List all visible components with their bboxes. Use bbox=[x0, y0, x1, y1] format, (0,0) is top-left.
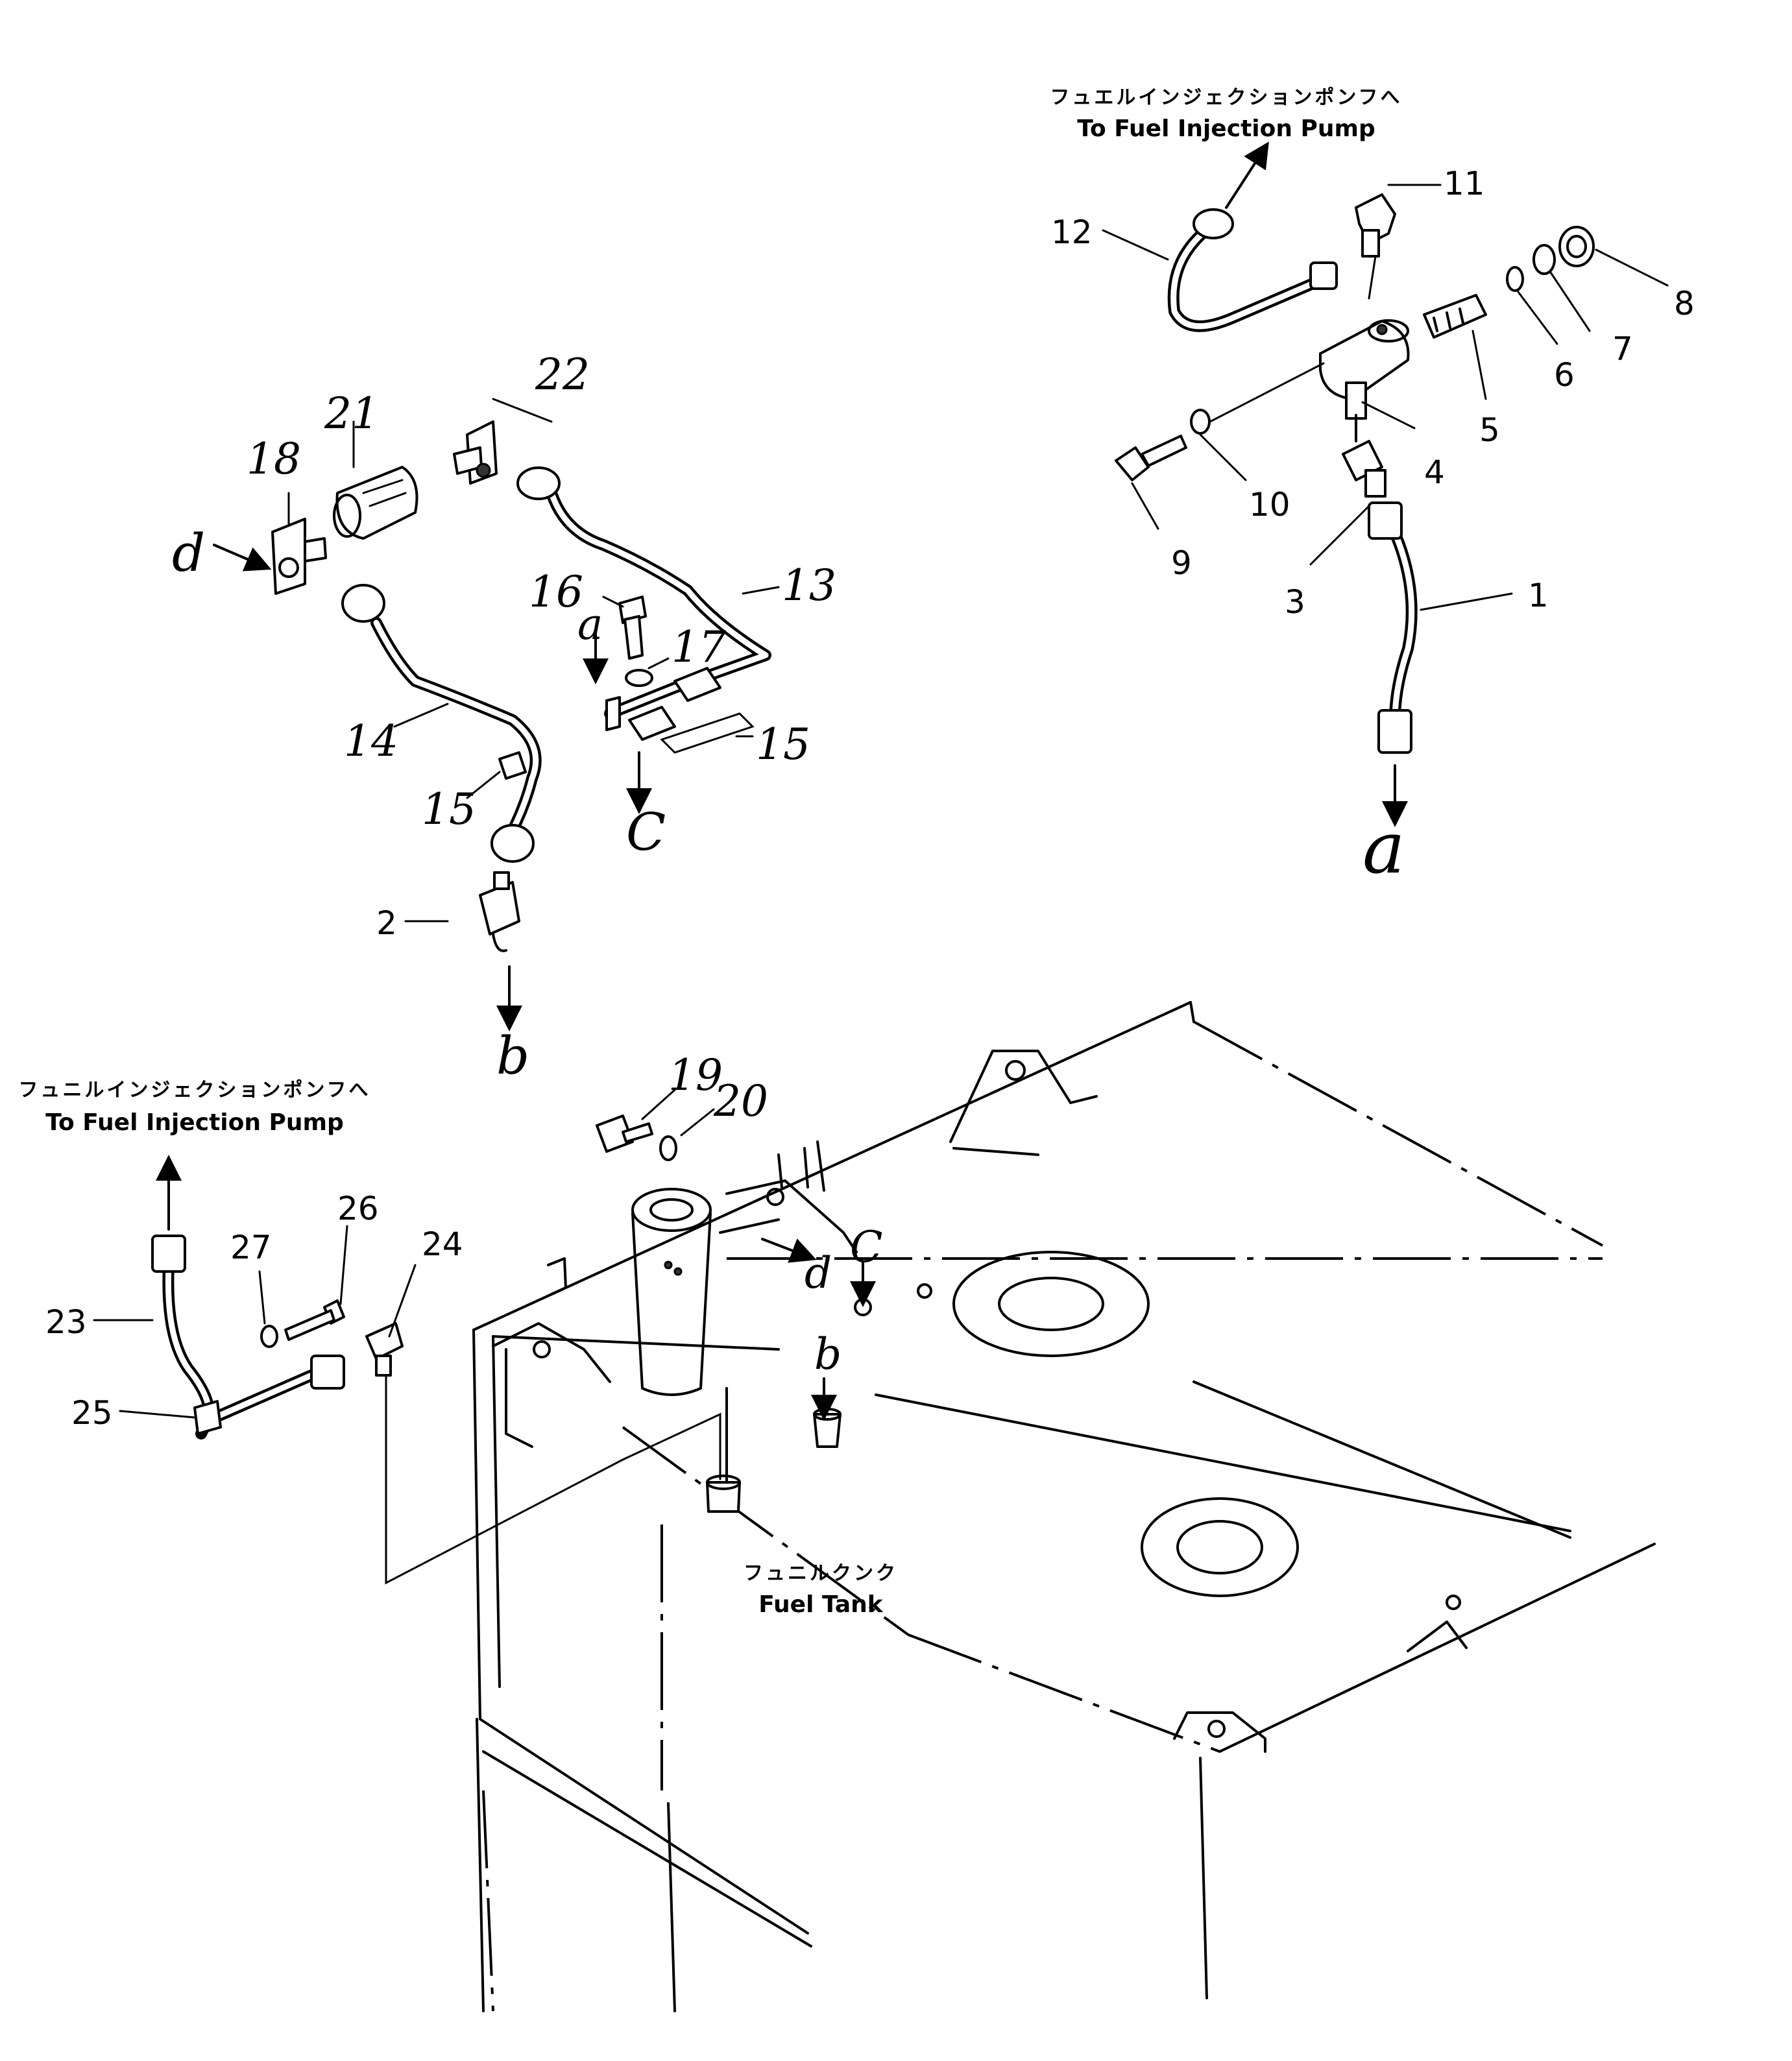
part-number-labels: 1 2 3 4 5 6 7 8 9 10 11 12 13 14 15 15 1… bbox=[45, 165, 1695, 1432]
pipe-assembly-left bbox=[271, 420, 771, 952]
caption-top-jp: フュエルインジェクションポンフへ bbox=[1050, 86, 1402, 109]
fuel-pipe-14 bbox=[341, 584, 542, 863]
part-label-14: 14 bbox=[344, 716, 398, 766]
filter-head-4 bbox=[1319, 319, 1410, 420]
part-label-10: 10 bbox=[1249, 486, 1290, 524]
washer-20 bbox=[659, 1135, 677, 1161]
tank-filler-neck bbox=[631, 1188, 712, 1396]
part-label-15-left: 15 bbox=[422, 784, 476, 834]
part-label-21: 21 bbox=[324, 389, 379, 439]
fuel-hose-1 bbox=[1368, 501, 1418, 754]
caption-left-jp: フュニルインジェクションポンフへ bbox=[18, 1079, 370, 1102]
clip-25 bbox=[193, 1400, 222, 1435]
o-ring-6 bbox=[1506, 266, 1524, 292]
letter-c-start: C bbox=[850, 1222, 883, 1272]
part-label-1: 1 bbox=[1528, 577, 1549, 614]
clamp-18 bbox=[271, 518, 327, 595]
part-label-6: 6 bbox=[1554, 356, 1575, 394]
part-label-24: 24 bbox=[422, 1225, 463, 1263]
fuel-tank bbox=[472, 1001, 1656, 2012]
plug-8 bbox=[1558, 226, 1595, 267]
part-label-15-right: 15 bbox=[756, 719, 810, 769]
part-label-16: 16 bbox=[529, 567, 583, 617]
elbow-11 bbox=[1355, 193, 1396, 258]
bolt-16 bbox=[618, 596, 647, 660]
part-label-9: 9 bbox=[1171, 544, 1192, 582]
o-ring-7 bbox=[1532, 244, 1556, 275]
elbow-3 bbox=[1342, 414, 1386, 498]
tank-drain-fitting bbox=[706, 1475, 741, 1513]
fitting-2 bbox=[479, 871, 520, 952]
part-label-11: 11 bbox=[1444, 165, 1485, 202]
caption-tank-en: Fuel Tank bbox=[758, 1591, 884, 1618]
letter-b-start: b bbox=[814, 1329, 842, 1379]
tank-bracket-mid bbox=[719, 1140, 858, 1253]
tank-bracket-front bbox=[1173, 1711, 1266, 1753]
part-label-7: 7 bbox=[1612, 330, 1633, 368]
part-label-3: 3 bbox=[1285, 583, 1305, 621]
letter-c-end: C bbox=[626, 802, 666, 862]
part-label-27: 27 bbox=[230, 1229, 272, 1266]
leader-lines bbox=[93, 184, 1669, 1419]
part-label-22: 22 bbox=[535, 350, 590, 400]
tank-port-bottom bbox=[1141, 1497, 1299, 1597]
part-label-20: 20 bbox=[713, 1076, 768, 1126]
caption-left-en: To Fuel Injection Pump bbox=[45, 1109, 344, 1136]
part-label-18: 18 bbox=[247, 434, 301, 484]
part-label-4: 4 bbox=[1424, 453, 1445, 491]
connection-line-tank bbox=[385, 1374, 624, 1585]
connection-letters: a a b b C C d d bbox=[172, 523, 1405, 1379]
caption-top-en: To Fuel Injection Pump bbox=[1077, 115, 1375, 142]
letter-b-end: b bbox=[496, 1026, 529, 1086]
fuel-pipe-13 bbox=[516, 466, 771, 731]
pipe-assembly-bottom bbox=[151, 1115, 677, 1440]
letter-d-start: d bbox=[805, 1248, 832, 1298]
part-label-26: 26 bbox=[337, 1190, 379, 1227]
washer-10 bbox=[1190, 409, 1211, 435]
elbow-24 bbox=[365, 1322, 404, 1377]
part-label-23: 23 bbox=[45, 1303, 87, 1341]
tank-port-top bbox=[952, 1251, 1150, 1357]
part-label-5: 5 bbox=[1479, 411, 1500, 449]
sensor-5 bbox=[1423, 294, 1487, 339]
tank-bracket-left bbox=[492, 1257, 611, 1448]
tank-fitting-b bbox=[813, 1408, 842, 1448]
letter-a-end: a bbox=[1362, 806, 1405, 889]
letter-d-end: d bbox=[172, 523, 205, 583]
part-label-2: 2 bbox=[376, 904, 397, 942]
bolt-19 bbox=[596, 1115, 653, 1153]
tank-fitting-c bbox=[854, 1283, 932, 1316]
cushion-21 bbox=[333, 466, 418, 540]
part-label-19: 19 bbox=[668, 1050, 723, 1100]
clamp-22 bbox=[453, 420, 498, 485]
letter-a-start: a bbox=[577, 599, 603, 649]
washer-17 bbox=[625, 669, 653, 687]
caption-tank-jp: フュニルクンク bbox=[744, 1562, 898, 1585]
part-label-25: 25 bbox=[71, 1394, 113, 1432]
fuel-hose-12 bbox=[1167, 208, 1338, 332]
part-label-12: 12 bbox=[1051, 213, 1093, 251]
flow-arrows bbox=[156, 141, 1408, 1421]
bolt-26 bbox=[284, 1299, 345, 1341]
part-label-13: 13 bbox=[782, 560, 836, 610]
filter-assembly bbox=[1115, 193, 1595, 754]
washer-27 bbox=[260, 1325, 278, 1348]
tank-bracket-top bbox=[949, 1050, 1098, 1156]
part-label-17: 17 bbox=[672, 622, 726, 672]
clip-15-right bbox=[628, 667, 755, 754]
tank-bracket-right bbox=[1407, 1595, 1468, 1652]
bolt-9 bbox=[1115, 435, 1187, 481]
part-label-8: 8 bbox=[1674, 285, 1695, 322]
